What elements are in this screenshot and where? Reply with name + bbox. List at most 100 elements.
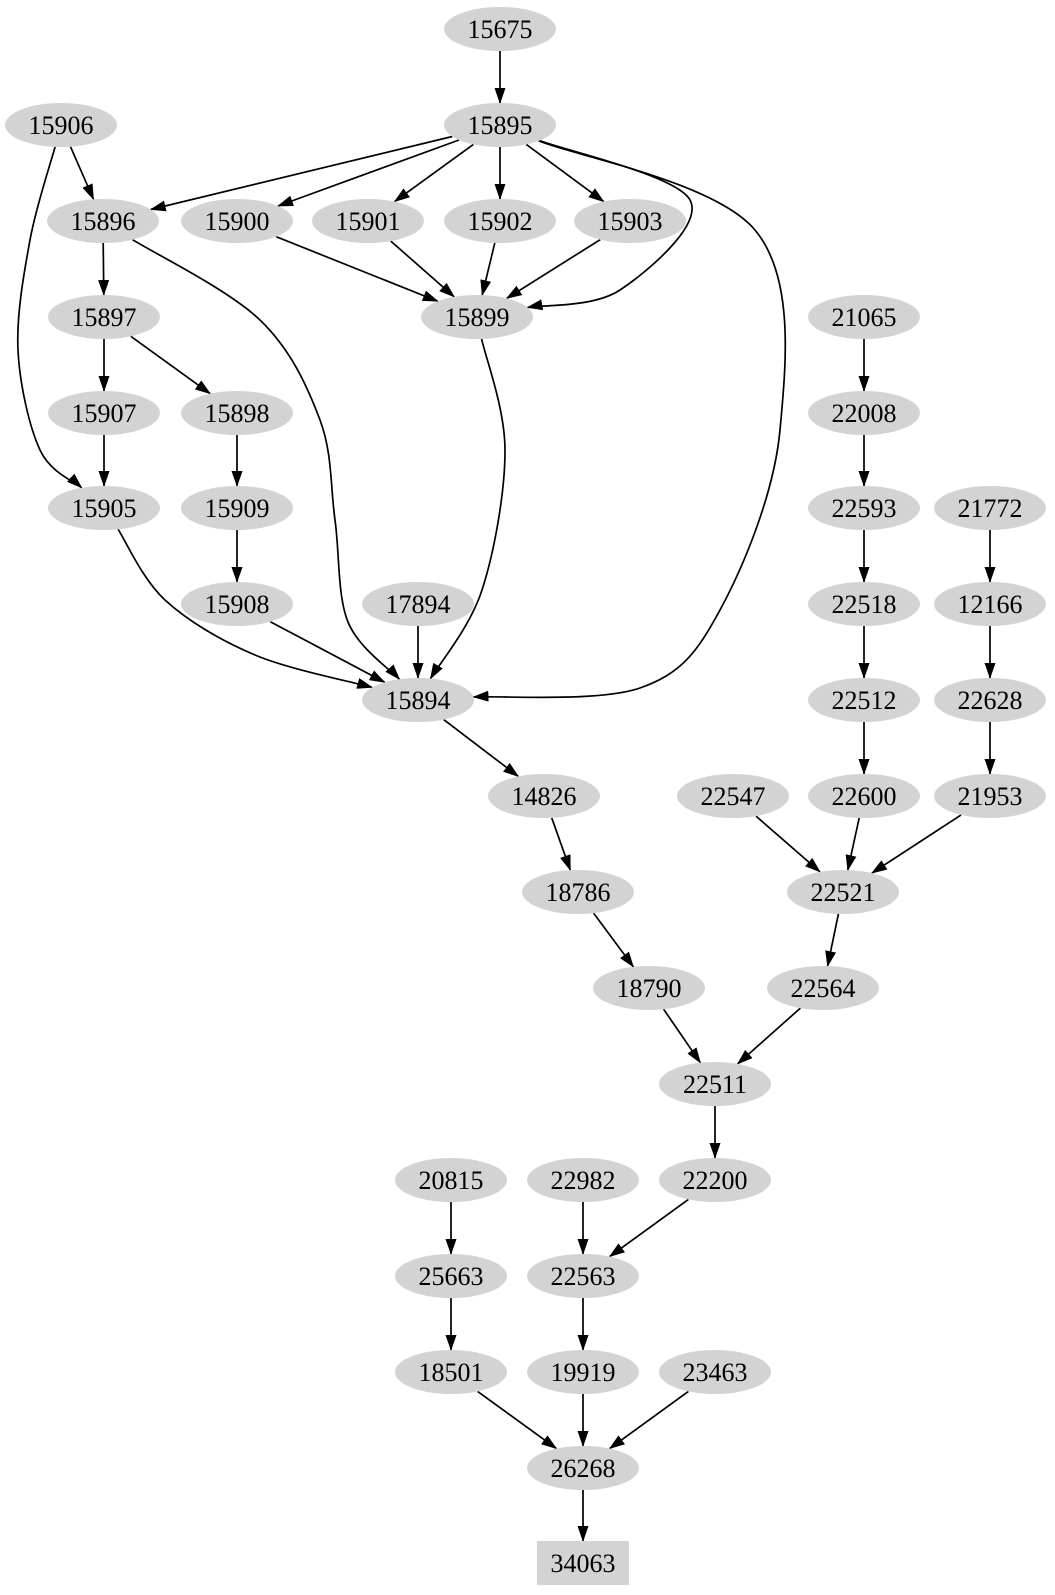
edge-22200-22563: [608, 1198, 689, 1258]
edge-15895-15901: [393, 143, 474, 203]
node-shape-ellipse: [181, 486, 293, 530]
edge-21953-22521: [871, 814, 962, 874]
node-shape-ellipse: [808, 678, 920, 722]
node-label: 15905: [72, 494, 137, 523]
node-15898: 15898: [181, 391, 293, 435]
edge-layer: [16, 51, 996, 1542]
node-15899: 15899: [421, 295, 533, 339]
node-label: 19919: [551, 1358, 616, 1387]
node-17894: 17894: [362, 582, 474, 626]
node-label: 21065: [832, 303, 897, 332]
node-26268: 26268: [527, 1446, 639, 1490]
node-label: 15898: [205, 399, 270, 428]
node-15909: 15909: [181, 486, 293, 530]
node-shape-ellipse: [395, 1254, 507, 1298]
node-15900: 15900: [181, 199, 293, 243]
node-22518: 22518: [808, 582, 920, 626]
node-label: 15895: [468, 111, 533, 140]
node-label: 15675: [468, 15, 533, 44]
node-15901: 15901: [312, 199, 424, 243]
node-label: 15896: [71, 207, 136, 236]
node-shape-ellipse: [48, 295, 160, 339]
node-label: 18501: [419, 1358, 484, 1387]
edge-18790-22511: [662, 1008, 702, 1064]
edge-15906-15905: [16, 146, 83, 489]
node-shape-ellipse: [48, 486, 160, 530]
node-label: 18786: [546, 878, 611, 907]
node-shape-ellipse: [362, 678, 474, 722]
node-shape-ellipse: [934, 582, 1046, 626]
node-22511: 22511: [659, 1062, 771, 1106]
edge-15895-15894: [472, 140, 787, 702]
edge-15896-15897: [98, 242, 110, 296]
edge-15895-15900: [277, 139, 460, 207]
node-shape-ellipse: [444, 103, 556, 147]
node-22564: 22564: [767, 966, 879, 1010]
node-shape-ellipse: [395, 1158, 507, 1202]
node-15907: 15907: [48, 391, 160, 435]
node-22593: 22593: [808, 486, 920, 530]
node-22512: 22512: [808, 678, 920, 722]
node-label: 22593: [832, 494, 897, 523]
node-shape-ellipse: [659, 1062, 771, 1106]
node-label: 15900: [205, 207, 270, 236]
node-shape-ellipse: [808, 774, 920, 818]
node-label: 22521: [811, 878, 876, 907]
node-shape-ellipse: [395, 1350, 507, 1394]
edge-15896-15894: [132, 238, 401, 681]
node-label: 22600: [832, 782, 897, 811]
node-12166: 12166: [934, 582, 1046, 626]
edge-22521-22564: [825, 913, 840, 968]
edge-15901-15899: [390, 240, 455, 298]
edge-14826-18786: [550, 817, 572, 872]
node-15902: 15902: [444, 199, 556, 243]
node-label: 34063: [551, 1549, 616, 1578]
node-label: 12166: [958, 590, 1023, 619]
node-shape-ellipse: [808, 391, 920, 435]
node-22982: 22982: [527, 1158, 639, 1202]
node-label: 15903: [598, 207, 663, 236]
node-shape-ellipse: [677, 774, 789, 818]
node-shape-ellipse: [574, 199, 686, 243]
edge-15895-15896: [149, 135, 453, 212]
node-15905: 15905: [48, 486, 160, 530]
node-shape-ellipse: [527, 1446, 639, 1490]
node-label: 20815: [419, 1166, 484, 1195]
edge-22547-22521: [755, 815, 821, 873]
node-label: 22563: [551, 1262, 616, 1291]
node-shape-ellipse: [444, 7, 556, 51]
node-layer: 15675 15906 15895 15896 15900 15901 15902 15903…: [5, 7, 1046, 1585]
edge-23463-26268: [608, 1390, 689, 1450]
node-shape-ellipse: [527, 1254, 639, 1298]
node-label: 22564: [791, 974, 856, 1003]
node-label: 22982: [551, 1166, 616, 1195]
node-label: 22200: [683, 1166, 748, 1195]
node-label: 14826: [512, 782, 577, 811]
node-label: 26268: [551, 1454, 616, 1483]
edge-15902-15899: [480, 242, 496, 297]
node-21772: 21772: [934, 486, 1046, 530]
node-label: 22547: [701, 782, 766, 811]
node-18786: 18786: [522, 870, 634, 914]
node-15908: 15908: [181, 582, 293, 626]
node-shape-ellipse: [808, 582, 920, 626]
node-19919: 19919: [527, 1350, 639, 1394]
node-shape-ellipse: [787, 870, 899, 914]
node-21065: 21065: [808, 295, 920, 339]
node-21953: 21953: [934, 774, 1046, 818]
node-shape-ellipse: [48, 391, 160, 435]
node-label: 22008: [832, 399, 897, 428]
node-shape-ellipse: [181, 199, 293, 243]
edge-18501-26268: [477, 1390, 558, 1450]
node-shape-ellipse: [5, 103, 117, 147]
edge-15906-15896: [69, 146, 95, 201]
node-23463: 23463: [659, 1350, 771, 1394]
node-label: 15906: [29, 111, 94, 140]
node-shape-ellipse: [767, 966, 879, 1010]
node-shape-ellipse: [444, 199, 556, 243]
node-15895: 15895: [444, 103, 556, 147]
node-label: 15901: [336, 207, 401, 236]
node-15675: 15675: [444, 7, 556, 51]
